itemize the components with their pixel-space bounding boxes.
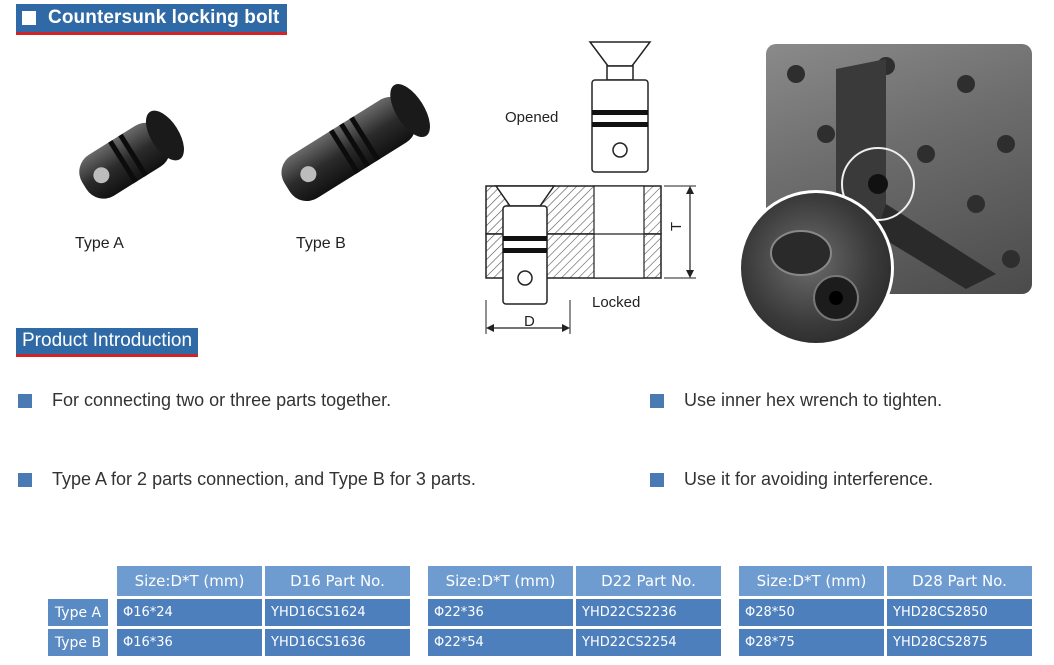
row-label-type-b: Type B <box>48 629 108 656</box>
part-header: D28 Part No. <box>887 566 1032 596</box>
table-cell: YHD28CS2875 <box>887 629 1032 656</box>
bullet-square-icon <box>650 393 664 408</box>
header-square-icon <box>22 11 36 25</box>
locking-bolt-diagram <box>485 41 696 334</box>
size-header: Size:D*T (mm) <box>739 566 884 596</box>
table-cell: YHD22CS2236 <box>576 599 721 626</box>
locked-label: Locked <box>592 294 641 311</box>
part-header: D22 Part No. <box>576 566 721 596</box>
intro-title: Product Introduction <box>22 330 193 351</box>
list-item: For connecting two or three parts togeth… <box>18 390 391 411</box>
bullet-text: Type A for 2 parts connection, and Type … <box>52 469 476 489</box>
table-cell: Φ28*75 <box>739 629 884 656</box>
section-title: Countersunk locking bolt <box>48 7 280 28</box>
table-cell: Φ16*36 <box>117 629 262 656</box>
section-header-product-introduction: Product Introduction <box>16 328 199 357</box>
table-cell: Φ16*24 <box>117 599 262 626</box>
type-a-label: Type A <box>75 235 124 252</box>
list-item: Type A for 2 parts connection, and Type … <box>18 469 476 490</box>
table-cell: YHD22CS2254 <box>576 629 721 656</box>
bullet-square-icon <box>18 472 32 487</box>
bolt-closeup-zoom <box>738 190 894 346</box>
size-header: Size:D*T (mm) <box>428 566 573 596</box>
type-b-bolt-image <box>281 84 430 202</box>
table-cell: YHD16CS1636 <box>265 629 410 656</box>
list-item: Use it for avoiding interference. <box>650 469 933 490</box>
part-header: D16 Part No. <box>265 566 410 596</box>
dimension-t-label: T <box>668 221 686 232</box>
type-b-label: Type B <box>296 235 346 252</box>
table-cell: Φ22*54 <box>428 629 573 656</box>
type-a-bolt-image <box>79 110 184 199</box>
table-cell: YHD28CS2850 <box>887 599 1032 626</box>
bullet-text: Use inner hex wrench to tighten. <box>684 390 943 410</box>
bullet-square-icon <box>18 393 32 408</box>
bullet-text: Use it for avoiding interference. <box>684 469 934 489</box>
dimension-d-label: D <box>524 313 535 330</box>
table-cell: YHD16CS1624 <box>265 599 410 626</box>
bullet-square-icon <box>650 472 664 487</box>
table-cell: Φ22*36 <box>428 599 573 626</box>
size-header: Size:D*T (mm) <box>117 566 262 596</box>
bullet-text: For connecting two or three parts togeth… <box>52 390 392 410</box>
table-cell: Φ28*50 <box>739 599 884 626</box>
section-header-countersunk: Countersunk locking bolt <box>16 4 288 35</box>
opened-label: Opened <box>505 109 559 126</box>
row-label-type-a: Type A <box>48 599 108 626</box>
list-item: Use inner hex wrench to tighten. <box>650 390 942 411</box>
application-photo <box>766 44 1032 294</box>
